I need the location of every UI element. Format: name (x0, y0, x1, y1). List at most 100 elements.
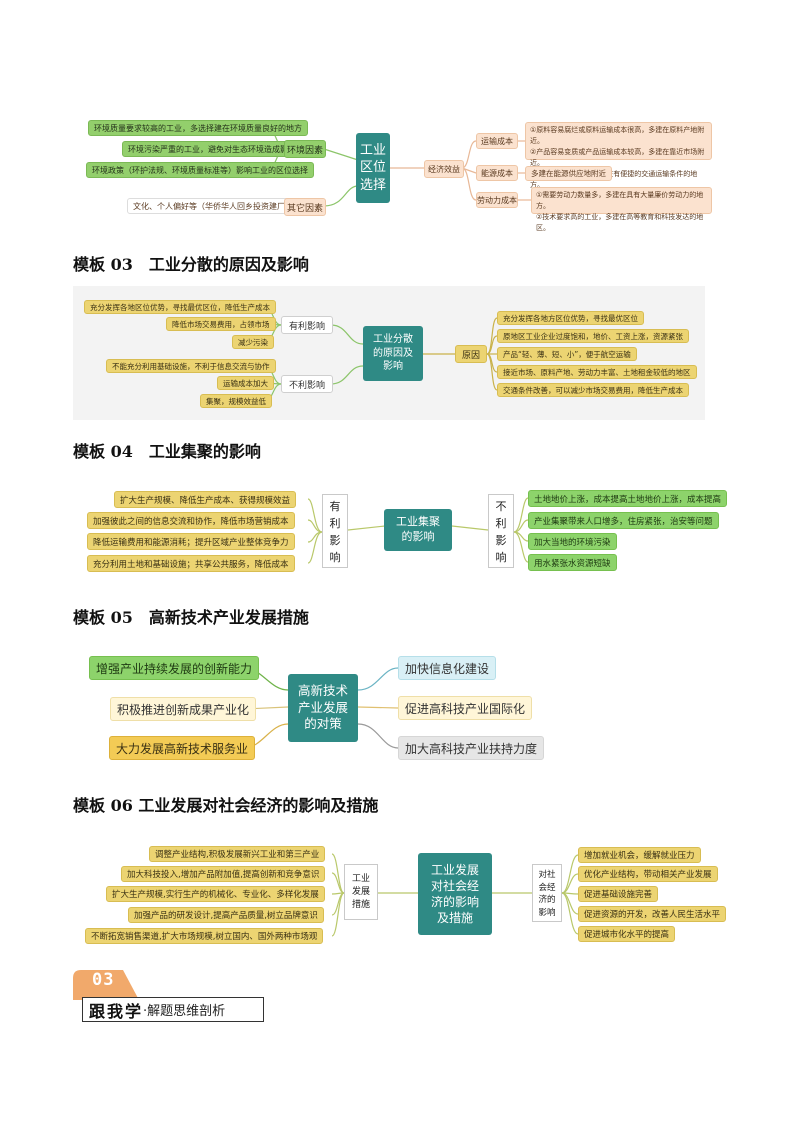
reason-item-5: 交通条件改善，可以减少市场交易费用，降低生产成本 (497, 383, 689, 397)
leaf-text: 环境污染严重的工业，避免对生态环境造成影响 (128, 144, 296, 154)
node-label: 经济效益 (428, 164, 460, 174)
node-label: 原因 (461, 350, 480, 361)
badge-title: 跟我学 (89, 1001, 144, 1021)
hub-industry-dispersion: 工业分散 的原因及 影响 (363, 326, 423, 381)
item-text: 不断拓宽销售渠道,扩大市场规模,树立国内、国外两种市场观 (91, 932, 318, 942)
measure-informatization: 加快信息化建设 (398, 656, 497, 680)
reason-item-1: 充分发挥各地方区位优势，寻找最优区位 (497, 311, 644, 325)
node-social-impact: 对社 会经 济的 影响 (532, 864, 562, 922)
item-text: 加大科技投入,增加产品附加值,提高创新和竞争意识 (127, 870, 320, 880)
detail-line: 多建在能源供应地附近 (531, 169, 606, 178)
item-text: 土地地价上涨，成本提高土地地价上涨，成本提高 (534, 494, 722, 505)
item-text: 接近市场、原料产地、劳动力丰富、土地租金较低的地区 (503, 367, 691, 377)
connector-lines (331, 853, 579, 937)
item-text: 不能充分利用基础设施，不利于信息交流与协作 (112, 361, 270, 371)
node-transport-cost: 运输成本 (476, 133, 518, 149)
heading-template-05: 模板 05 高新技术产业发展措施 (73, 608, 309, 627)
item-text: 积极推进创新成果产业化 (117, 702, 250, 717)
good-item-3: 减少污染 (232, 335, 274, 349)
item-text: 扩大生产规模,实行生产的机械化、专业化、多样化发展 (112, 890, 319, 900)
measure-internationalize: 促进高科技产业国际化 (398, 696, 533, 720)
item-text: 扩大生产规模、降低生产成本、获得规模效益 (120, 495, 291, 506)
node-economic-benefit: 经济效益 (424, 160, 464, 178)
hub-label: 工业 区位 选择 (359, 142, 386, 193)
agg-good-item-2: 加强彼此之间的信息交流和协作，降低市场营销成本 (87, 512, 295, 529)
item-text: 降低市场交易费用，占领市场 (172, 319, 270, 329)
mindmap-industry-dispersion: 充分发挥各地区位优势，寻找最优区位，降低生产成本 降低市场交易费用，占领市场 减… (73, 286, 705, 420)
node-label: 劳动力成本 (477, 195, 517, 205)
item-text: 充分发挥各地方区位优势，寻找最优区位 (503, 313, 638, 323)
node-agg-bad: 不 利 影 响 (488, 494, 514, 568)
heading-template-03: 模板 03 工业分散的原因及影响 (73, 255, 309, 274)
item-text: 交通条件改善，可以减少市场交易费用，降低生产成本 (503, 385, 683, 395)
bad-item-1: 不能充分利用基础设施，不利于信息交流与协作 (106, 359, 276, 373)
node-label: 工业 发展 措施 (351, 874, 370, 910)
connector-lines (264, 306, 498, 402)
detail-transport: ①原料容易腐烂或原料运输成本很高，多建在原料产地附近。 ②产品容易变质或产品运输… (525, 122, 712, 189)
leaf-environment-quality: 环境质量要求较高的工业，多选择建在环境质量良好的地方 (88, 120, 308, 136)
detail-line: ①原料容易腐烂或原料运输成本很高，多建在原料产地附近。 (530, 126, 705, 145)
item-text: 促进资源的开发，改善人民生活水平 (584, 910, 721, 920)
agg-bad-item-4: 用水紧张水资源短缺 (528, 554, 617, 571)
leaf-environment-pollution: 环境污染严重的工业，避免对生态环境造成影响 (122, 141, 302, 157)
impact-item-4: 促进资源的开发，改善人民生活水平 (578, 906, 727, 922)
agg-good-item-1: 扩大生产规模、降低生产成本、获得规模效益 (114, 491, 297, 508)
node-good-impact: 有利影响 (281, 316, 333, 334)
leaf-environment-policy: 环境政策（环护法规、环境质量标准等）影响工业的区位选择 (86, 162, 314, 178)
hub-industry-social-impact: 工业发展 对社会经 济的影响 及措施 (418, 853, 492, 935)
item-text: 原地区工业企业过度饱和，地价、工资上涨，资源紧张 (503, 331, 683, 341)
heading-template-04: 模板 04 工业集聚的影响 (73, 442, 261, 461)
leaf-text: 环境质量要求较高的工业，多选择建在环境质量良好的地方 (94, 123, 302, 133)
badge-tab-shape (73, 970, 139, 1000)
badge-subtitle: ·解题思维剖析 (143, 1004, 226, 1019)
item-text: 加强产品的研发设计,提高产品质量,树立品牌意识 (134, 911, 318, 921)
node-label: 不利影响 (288, 380, 325, 391)
node-label: 运输成本 (481, 136, 513, 146)
item-text: 运输成本加大 (223, 378, 268, 388)
impact-item-2: 优化产业结构，带动相关产业发展 (578, 866, 718, 882)
item-text: 用水紧张水资源短缺 (534, 558, 611, 569)
item-text: 调整产业结构,积极发展新兴工业和第三产业 (155, 850, 320, 860)
action-item-2: 加大科技投入,增加产品附加值,提高创新和竞争意识 (121, 866, 326, 882)
detail-labor: ①需要劳动力数量多，多建在具有大量廉价劳动力的地方。 ②技术要求高的工业，多建在… (531, 187, 712, 232)
measure-commercialize: 积极推进创新成果产业化 (110, 697, 257, 721)
node-label: 有利影响 (288, 321, 325, 332)
agg-good-item-4: 充分利用土地和基础设施；共享公共服务，降低成本 (87, 555, 295, 572)
impact-item-1: 增加就业机会，缓解就业压力 (578, 847, 701, 863)
node-label: 环境因素 (287, 145, 324, 156)
node-reason: 原因 (455, 345, 487, 363)
reason-item-2: 原地区工业企业过度饱和，地价、工资上涨，资源紧张 (497, 329, 689, 343)
connector-lines (307, 497, 529, 564)
reason-item-4: 接近市场、原料产地、劳动力丰富、土地租金较低的地区 (497, 365, 697, 379)
badge-number: 03 (92, 970, 115, 990)
item-text: 产业集聚带来人口增多，住房紧张，治安等问题 (534, 516, 713, 527)
agg-bad-item-1: 土地地价上涨，成本提高土地地价上涨，成本提高 (528, 490, 728, 507)
agg-good-item-3: 降低运输费用和能源消耗；提升区域产业整体竞争力 (87, 533, 295, 550)
item-text: 减少污染 (238, 337, 268, 347)
node-label: 能源成本 (481, 168, 513, 178)
action-item-1: 调整产业结构,积极发展新兴工业和第三产业 (149, 846, 326, 862)
item-text: 促进城市化水平的提高 (584, 930, 670, 940)
item-text: 增强产业持续发展的创新能力 (96, 661, 253, 676)
node-energy-cost: 能源成本 (476, 165, 518, 181)
hub-industry-location: 工业 区位 选择 (356, 133, 390, 203)
item-text: 加大当地的环境污染 (534, 537, 611, 548)
node-development-measures: 工业 发展 措施 (344, 864, 378, 920)
action-item-3: 扩大生产规模,实行生产的机械化、专业化、多样化发展 (106, 886, 325, 902)
measure-support: 加大高科技产业扶持力度 (398, 736, 545, 760)
detail-line: ②技术要求高的工业，多建在高等教育和科技发达的地区。 (536, 213, 704, 232)
node-label: 不 利 影 响 (495, 500, 507, 564)
badge-title-box: 跟我学 ·解题思维剖析 (82, 997, 264, 1022)
hub-label: 工业分散 的原因及 影响 (373, 334, 413, 373)
item-text: 充分利用土地和基础设施；共享公共服务，降低成本 (93, 559, 289, 570)
reason-item-3: 产品“轻、薄、短、小”，便于航空运输 (497, 347, 637, 361)
detail-energy: 多建在能源供应地附近 (525, 166, 612, 181)
heading-template-06: 模板 06 工业发展对社会经济的影响及措施 (73, 796, 379, 815)
impact-item-3: 促进基础设施完善 (578, 886, 659, 902)
item-text: 促进基础设施完善 (584, 890, 653, 900)
item-text: 加快信息化建设 (405, 661, 490, 676)
detail-line: ②产品容易变质或产品运输成本较高，多建在靠近市场附近。 (530, 148, 705, 167)
hub-label: 工业发展 对社会经 济的影响 及措施 (430, 862, 479, 926)
measure-services: 大力发展高新技术服务业 (109, 736, 256, 760)
node-agg-good: 有 利 影 响 (322, 494, 348, 568)
